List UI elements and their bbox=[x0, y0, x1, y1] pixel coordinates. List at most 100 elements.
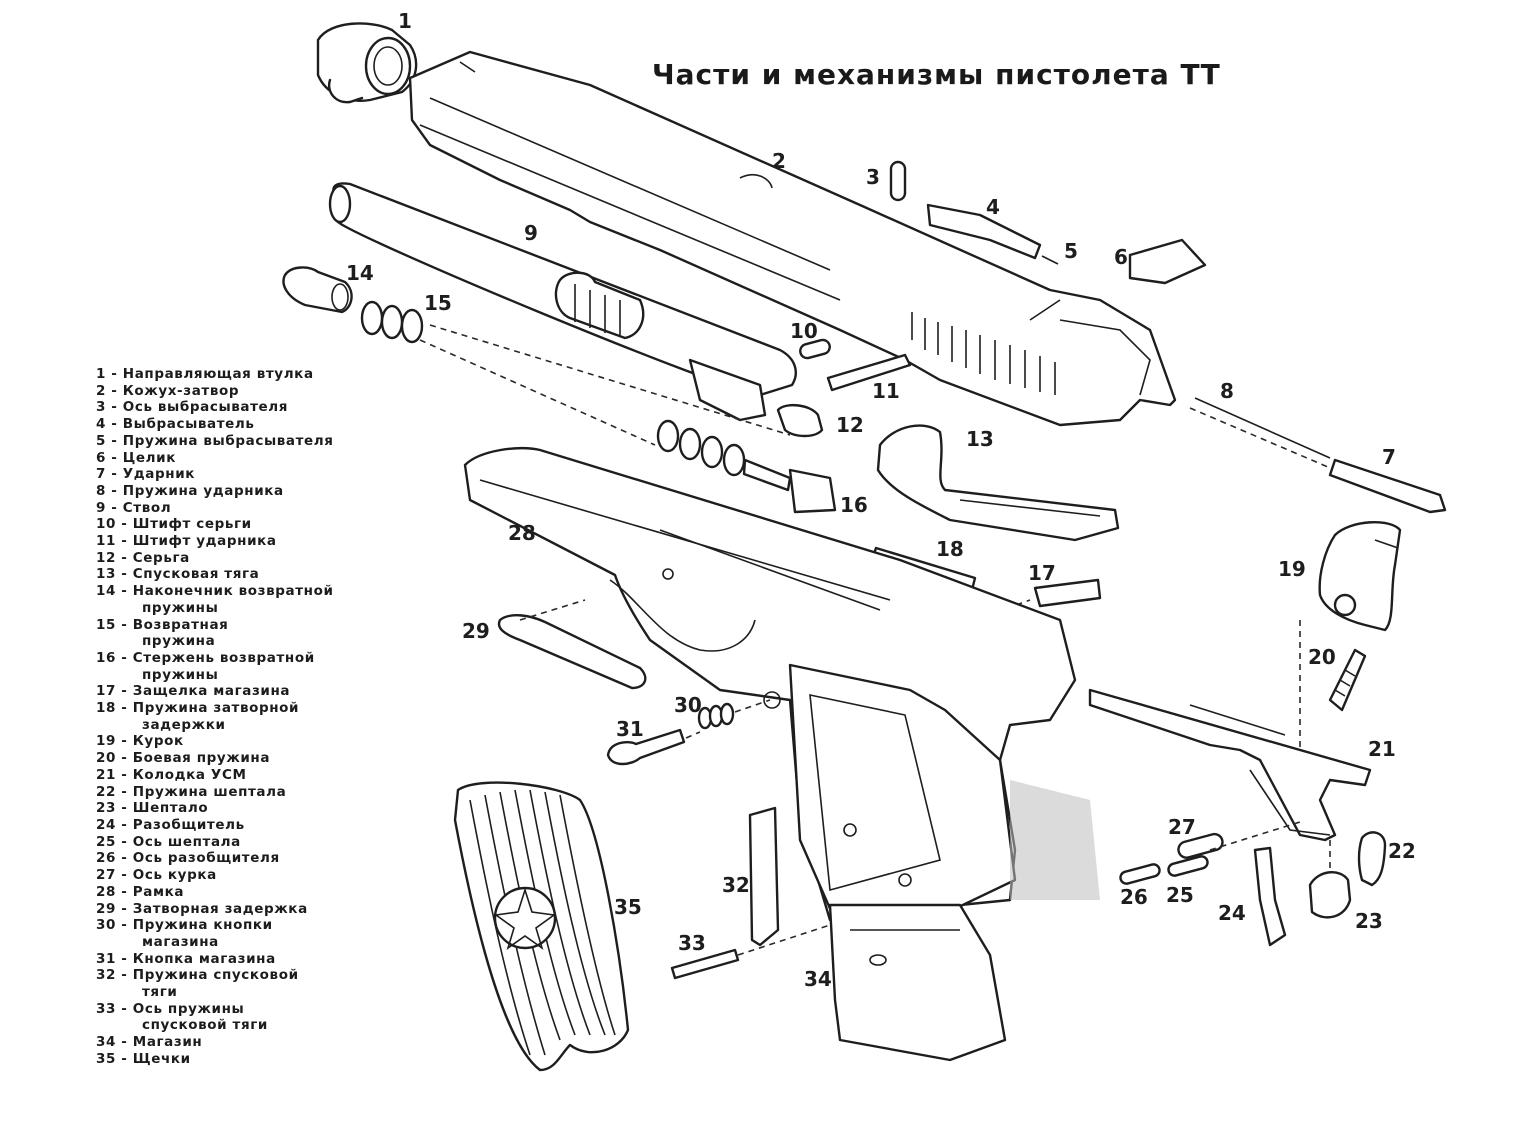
part-mainspring bbox=[1328, 648, 1367, 712]
legend-item: 22 - Пружина шептала bbox=[96, 783, 287, 800]
callout-26: 26 bbox=[1120, 885, 1148, 909]
pin-guide-line bbox=[737, 924, 831, 956]
legend-item-continuation: магазина bbox=[142, 933, 219, 950]
callout-25: 25 bbox=[1166, 883, 1194, 907]
part-hammer bbox=[1299, 521, 1402, 760]
part-sear-spring bbox=[1357, 831, 1387, 887]
legend-item-continuation: тяги bbox=[142, 984, 178, 1001]
part-firing-pin bbox=[1328, 458, 1447, 514]
part-firing-pin-pin bbox=[826, 353, 912, 392]
legend-item: 15 - Возвратная bbox=[96, 616, 229, 633]
callout-14: 14 bbox=[346, 261, 374, 285]
legend-item-continuation: спусковой тяги bbox=[142, 1017, 268, 1034]
part-magazine bbox=[828, 903, 1007, 1062]
callout-15: 15 bbox=[424, 291, 452, 315]
callout-7: 7 bbox=[1382, 445, 1396, 469]
part-grip-panel bbox=[453, 781, 630, 1072]
part-hammer-pin bbox=[1177, 832, 1224, 859]
legend-item: 32 - Пружина спусковой bbox=[96, 967, 299, 984]
part-link bbox=[776, 403, 824, 438]
callout-17: 17 bbox=[1028, 561, 1056, 585]
legend-item: 14 - Наконечник возвратной bbox=[96, 583, 334, 600]
diagram-title: Части и механизмы пистолета ТТ bbox=[652, 58, 1221, 91]
callout-34: 34 bbox=[804, 967, 832, 991]
callout-31: 31 bbox=[616, 717, 644, 741]
legend-item: 12 - Серьга bbox=[96, 549, 190, 566]
part-extractor-spring bbox=[1041, 255, 1059, 265]
callout-20: 20 bbox=[1308, 645, 1336, 669]
legend-item: 7 - Ударник bbox=[96, 466, 196, 483]
pins-guide-line bbox=[1209, 821, 1301, 851]
legend-item: 34 - Магазин bbox=[96, 1034, 203, 1051]
part-trigger-bar-spring bbox=[748, 806, 780, 947]
callout-4: 4 bbox=[986, 195, 1000, 219]
legend-item-continuation: пружины bbox=[142, 666, 219, 683]
legend-item-continuation: пружина bbox=[142, 633, 216, 650]
legend-item: 17 - Защелка магазина bbox=[96, 683, 291, 700]
part-trigger-bar bbox=[876, 424, 1120, 542]
callout-33: 33 bbox=[678, 931, 706, 955]
callout-8: 8 bbox=[1220, 379, 1234, 403]
callout-32: 32 bbox=[722, 873, 750, 897]
callout-6: 6 bbox=[1114, 245, 1128, 269]
callout-5: 5 bbox=[1064, 239, 1078, 263]
callout-24: 24 bbox=[1218, 901, 1246, 925]
legend-item: 24 - Разобщитель bbox=[96, 816, 245, 833]
legend-item: 13 - Спусковая тяга bbox=[96, 566, 260, 583]
callout-21: 21 bbox=[1368, 737, 1396, 761]
part-recoil-spring-rod bbox=[656, 419, 837, 514]
callout-16: 16 bbox=[840, 493, 868, 517]
part-magazine-catch bbox=[1033, 578, 1102, 608]
callout-10: 10 bbox=[790, 319, 818, 343]
part-disconnector bbox=[1253, 846, 1287, 947]
legend-item-continuation: пружины bbox=[142, 599, 219, 616]
part-rear-sight bbox=[1128, 238, 1207, 285]
callout-18: 18 bbox=[936, 537, 964, 561]
callout-13: 13 bbox=[966, 427, 994, 451]
callout-35: 35 bbox=[614, 895, 642, 919]
legend-item: 28 - Рамка bbox=[96, 883, 185, 900]
legend-item: 10 - Штифт серьги bbox=[96, 516, 252, 533]
callout-29: 29 bbox=[462, 619, 490, 643]
legend-item: 9 - Ствол bbox=[96, 499, 172, 516]
callout-3: 3 bbox=[866, 165, 880, 189]
part-extractor-pin bbox=[889, 160, 907, 202]
part-spring-pin bbox=[670, 948, 740, 980]
catch-guide-line bbox=[974, 599, 1031, 621]
part-mag-catch-spring bbox=[697, 699, 771, 730]
callout-28: 28 bbox=[508, 521, 536, 545]
part-mag-button bbox=[606, 728, 686, 766]
legend-item: 11 - Штифт ударника bbox=[96, 533, 277, 550]
legend-item: 35 - Щечки bbox=[96, 1050, 191, 1067]
part-disconnector-pin bbox=[1119, 863, 1161, 885]
legend-item: 2 - Кожух-затвор bbox=[96, 382, 240, 399]
legend-item-continuation: задержки bbox=[142, 716, 226, 733]
part-slide-stop bbox=[497, 599, 647, 690]
spring-guide-line bbox=[1189, 407, 1336, 471]
button-guide-line bbox=[685, 731, 701, 739]
part-sear-pin bbox=[1167, 855, 1209, 877]
callout-30: 30 bbox=[674, 693, 702, 717]
part-sear bbox=[1308, 871, 1352, 919]
legend-item: 8 - Пружина ударника bbox=[96, 482, 284, 499]
legend-item: 3 - Ось выбрасывателя bbox=[96, 399, 289, 416]
legend-item: 20 - Боевая пружина bbox=[96, 750, 271, 767]
callout-9: 9 bbox=[524, 221, 538, 245]
callout-11: 11 bbox=[872, 379, 900, 403]
part-guide-bushing bbox=[316, 22, 418, 104]
legend-item: 30 - Пружина кнопки bbox=[96, 917, 273, 934]
legend-item: 21 - Колодка УСМ bbox=[96, 766, 247, 783]
legend-item: 29 - Затворная задержка bbox=[96, 900, 308, 917]
legend-item: 16 - Стержень возвратной bbox=[96, 649, 315, 666]
part-link-pin bbox=[799, 338, 831, 360]
callout-27: 27 bbox=[1168, 815, 1196, 839]
legend-item: 33 - Ось пружины bbox=[96, 1000, 245, 1017]
part-return-spring-tip bbox=[282, 266, 353, 314]
legend-item: 18 - Пружина затворной bbox=[96, 700, 300, 717]
legend-item: 4 - Выбрасыватель bbox=[96, 416, 255, 433]
legend-item: 5 - Пружина выбрасывателя bbox=[96, 432, 334, 449]
part-extractor bbox=[926, 203, 1042, 260]
callout-22: 22 bbox=[1388, 839, 1416, 863]
